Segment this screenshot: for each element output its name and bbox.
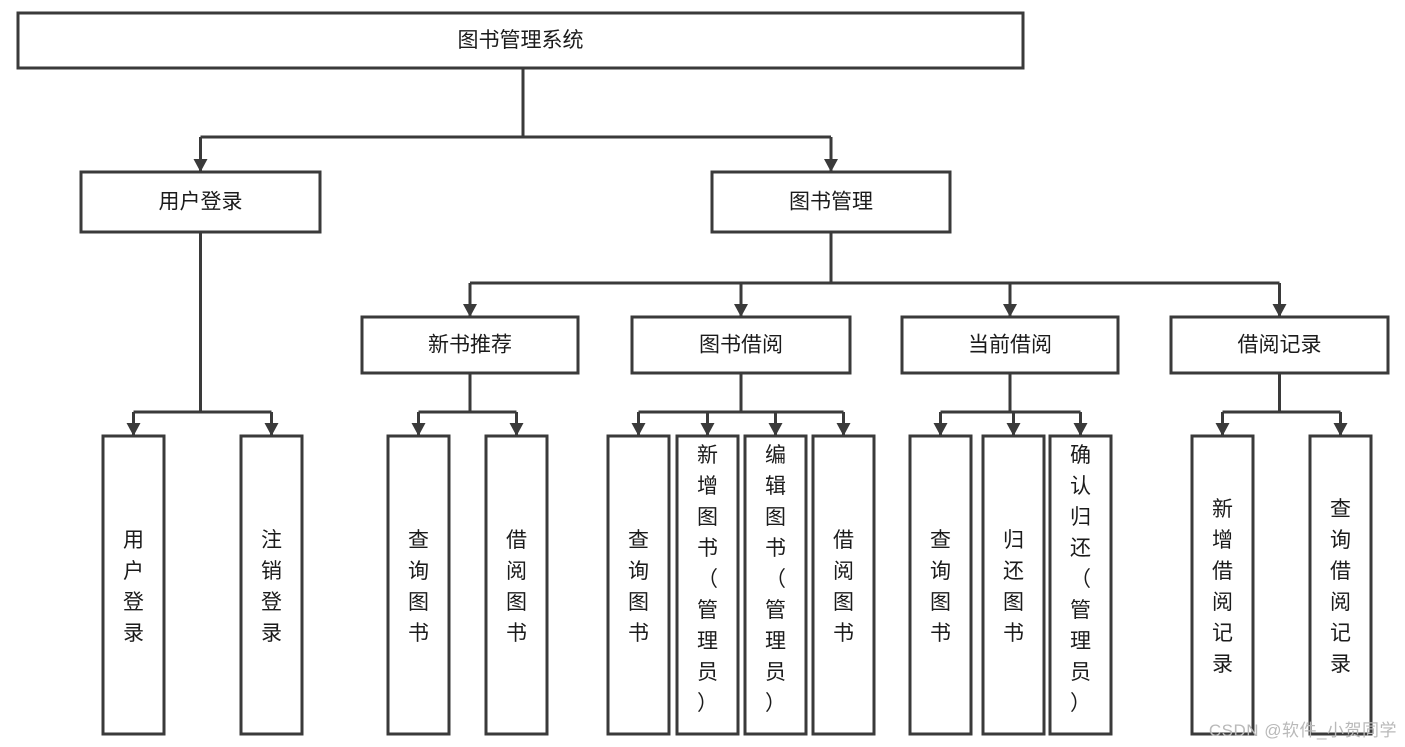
connector-arrowhead bbox=[631, 423, 646, 436]
leaf-box[interactable] bbox=[484, 434, 549, 736]
connector-arrowhead bbox=[1006, 423, 1021, 436]
level1-node[interactable]: 图书管理 bbox=[710, 170, 952, 234]
level2-node[interactable]: 当前借阅 bbox=[900, 315, 1120, 375]
leaf-label: 编辑图书（管理员） bbox=[765, 444, 786, 715]
leaf-box[interactable] bbox=[1308, 434, 1373, 736]
connector-arrowhead bbox=[734, 304, 748, 317]
leaf-node[interactable]: 确认归还（管理员） bbox=[1048, 434, 1113, 736]
level2-node[interactable]: 图书借阅 bbox=[630, 315, 852, 375]
leaf-label: 用户登录 bbox=[123, 529, 144, 645]
connector-arrowhead bbox=[509, 423, 524, 436]
level1-box[interactable] bbox=[710, 170, 952, 234]
level2-label: 图书借阅 bbox=[699, 334, 783, 357]
level1-label: 用户登录 bbox=[159, 191, 243, 214]
leaf-label: 查询图书 bbox=[408, 529, 429, 645]
level1-label: 图书管理 bbox=[789, 191, 873, 214]
connector-arrowhead bbox=[1073, 423, 1088, 436]
leaf-node[interactable]: 查询图书 bbox=[606, 434, 671, 736]
leaf-node[interactable]: 查询图书 bbox=[908, 434, 973, 736]
connector-arrowhead bbox=[264, 423, 279, 436]
leaf-node[interactable]: 用户登录 bbox=[101, 434, 166, 736]
level2-node[interactable]: 借阅记录 bbox=[1169, 315, 1390, 375]
level2-box[interactable] bbox=[1169, 315, 1390, 375]
level2-label: 借阅记录 bbox=[1238, 334, 1322, 357]
connector-arrowhead bbox=[126, 423, 141, 436]
leaf-box[interactable] bbox=[1048, 434, 1113, 736]
connector-arrowhead bbox=[933, 423, 948, 436]
leaf-box[interactable] bbox=[606, 434, 671, 736]
connector-arrowhead bbox=[700, 423, 715, 436]
level2-box[interactable] bbox=[360, 315, 580, 375]
leaf-node[interactable]: 借阅图书 bbox=[484, 434, 549, 736]
leaf-label: 注销登录 bbox=[261, 529, 282, 645]
leaf-label: 新增图书（管理员） bbox=[697, 444, 718, 715]
level1-box[interactable] bbox=[79, 170, 322, 234]
leaf-box[interactable] bbox=[981, 434, 1046, 736]
connector-arrowhead bbox=[193, 159, 208, 172]
level2-box[interactable] bbox=[630, 315, 852, 375]
leaf-label: 借阅图书 bbox=[833, 529, 854, 645]
root-node[interactable]: 图书管理系统 bbox=[16, 11, 1025, 70]
leaf-label: 归还图书 bbox=[1003, 529, 1024, 645]
level2-label: 当前借阅 bbox=[968, 334, 1052, 357]
root-label: 图书管理系统 bbox=[458, 29, 584, 52]
connector-arrowhead bbox=[1003, 304, 1017, 317]
leaf-node[interactable]: 查询借阅记录 bbox=[1308, 434, 1373, 736]
leaf-label: 新增借阅记录 bbox=[1212, 498, 1233, 676]
level2-box[interactable] bbox=[900, 315, 1120, 375]
level2-node[interactable]: 新书推荐 bbox=[360, 315, 580, 375]
leaf-box[interactable] bbox=[811, 434, 876, 736]
level1-node[interactable]: 用户登录 bbox=[79, 170, 322, 234]
root-box[interactable] bbox=[16, 11, 1025, 70]
leaf-box[interactable] bbox=[675, 434, 740, 736]
leaf-label: 借阅图书 bbox=[506, 529, 527, 645]
node-layer: 图书管理系统用户登录图书管理新书推荐图书借阅当前借阅借阅记录用户登录注销登录查询… bbox=[16, 11, 1390, 736]
connector-arrowhead bbox=[768, 423, 783, 436]
leaf-box[interactable] bbox=[386, 434, 451, 736]
leaf-node[interactable]: 注销登录 bbox=[239, 434, 304, 736]
leaf-label: 查询借阅记录 bbox=[1330, 498, 1351, 676]
leaf-node[interactable]: 编辑图书（管理员） bbox=[743, 434, 808, 736]
leaf-label: 查询图书 bbox=[628, 529, 649, 645]
connector-arrowhead bbox=[463, 304, 477, 317]
connector-arrowhead bbox=[824, 159, 838, 172]
leaf-node[interactable]: 新增图书（管理员） bbox=[675, 434, 740, 736]
connector-arrowhead bbox=[411, 423, 426, 436]
leaf-label: 查询图书 bbox=[930, 529, 951, 645]
leaf-label: 确认归还（管理员） bbox=[1070, 444, 1091, 715]
connector-arrowhead bbox=[1215, 423, 1230, 436]
leaf-node[interactable]: 查询图书 bbox=[386, 434, 451, 736]
level2-label: 新书推荐 bbox=[428, 334, 512, 357]
connector-layer bbox=[126, 68, 1348, 436]
leaf-box[interactable] bbox=[743, 434, 808, 736]
connector-arrowhead bbox=[1333, 423, 1348, 436]
leaf-box[interactable] bbox=[239, 434, 304, 736]
leaf-box[interactable] bbox=[101, 434, 166, 736]
leaf-node[interactable]: 归还图书 bbox=[981, 434, 1046, 736]
connector-arrowhead bbox=[836, 423, 851, 436]
leaf-box[interactable] bbox=[1190, 434, 1255, 736]
leaf-node[interactable]: 借阅图书 bbox=[811, 434, 876, 736]
connector-arrowhead bbox=[1272, 304, 1287, 317]
leaf-box[interactable] bbox=[908, 434, 973, 736]
leaf-node[interactable]: 新增借阅记录 bbox=[1190, 434, 1255, 736]
